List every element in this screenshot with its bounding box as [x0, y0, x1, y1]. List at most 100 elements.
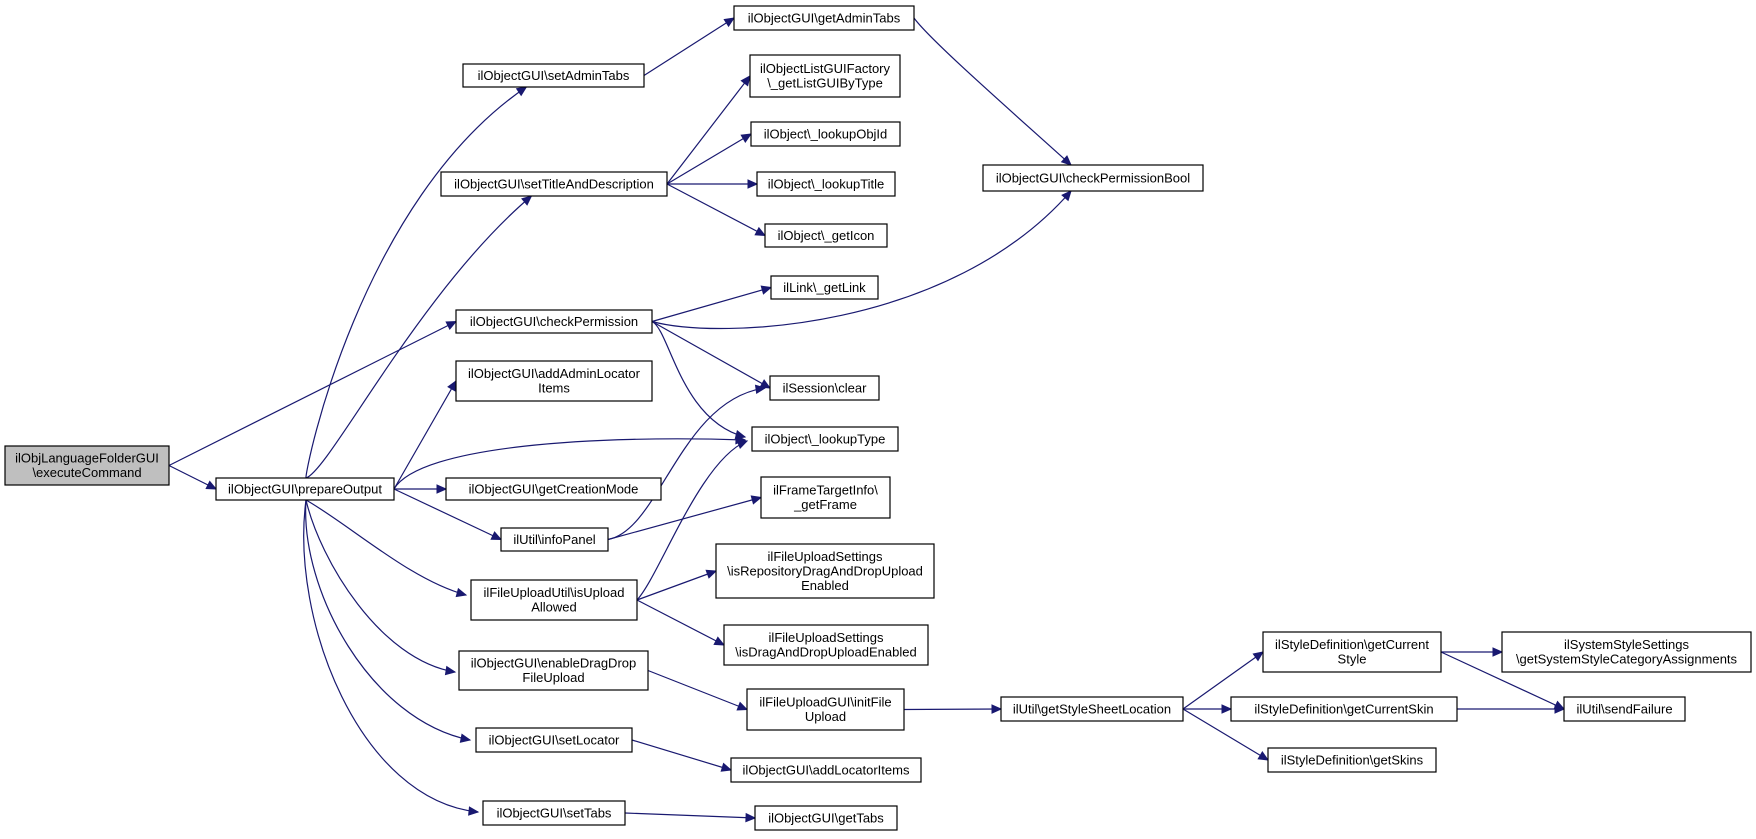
node-label: ilStyleDefinition\getCurrent	[1275, 637, 1429, 652]
arrowhead-icon	[436, 484, 448, 494]
arrowhead-icon	[991, 704, 1003, 714]
node-isDragDropEnabled[interactable]: ilFileUploadSettings\isDragAndDropUpload…	[723, 624, 929, 666]
node-setTabs[interactable]: ilObjectGUI\setTabs	[482, 800, 626, 826]
edge-checkPermission-to-getLink	[651, 285, 773, 323]
node-checkPermissionBool[interactable]: ilObjectGUI\checkPermissionBool	[982, 164, 1204, 192]
arrowhead-icon	[459, 733, 472, 743]
arrowhead-icon	[445, 320, 458, 331]
node-getCreationMode[interactable]: ilObjectGUI\getCreationMode	[445, 477, 662, 501]
edge-line	[607, 496, 762, 541]
node-label: ilObjectGUI\addLocatorItems	[743, 762, 910, 777]
node-label: Items	[538, 381, 570, 396]
node-box	[754, 805, 898, 831]
node-root[interactable]: ilObjLanguageFolderGUI\executeCommand	[4, 445, 170, 486]
node-box	[751, 426, 899, 452]
edge-setAdminTabs-to-getAdminTabs	[643, 17, 736, 77]
arrowhead-icon	[734, 429, 747, 440]
edge-isUploadAllowed-to-isDragDropEnabled	[636, 599, 726, 646]
node-label: ilFileUploadUtil\isUpload	[484, 585, 625, 600]
node-addLocatorItems[interactable]: ilObjectGUI\addLocatorItems	[730, 757, 922, 783]
node-box	[500, 527, 609, 552]
node-label: ilObjectGUI\getTabs	[768, 810, 884, 825]
node-box	[1262, 631, 1442, 673]
edge-prepareOutput-to-enableDragDrop	[305, 499, 457, 676]
edge-root-to-prepareOutput	[168, 464, 218, 490]
node-infoPanel[interactable]: ilUtil\infoPanel	[500, 527, 609, 552]
node-label: ilUtil\getStyleSheetLocation	[1013, 701, 1171, 716]
node-label: ilLink\_getLink	[783, 280, 866, 295]
node-box	[723, 624, 929, 666]
edge-line	[624, 812, 756, 819]
node-box	[733, 5, 915, 31]
arrowhead-icon	[754, 226, 767, 237]
node-getIcon[interactable]: ilObject\_getIcon	[764, 223, 888, 248]
node-label: ilSession\clear	[783, 380, 867, 395]
node-getStyleSheetLocation[interactable]: ilUtil\getStyleSheetLocation	[1000, 696, 1184, 722]
edge-prepareOutput-to-getCreationMode	[394, 484, 448, 494]
arrowhead-icon	[760, 285, 773, 295]
node-getCurrentSkin[interactable]: ilStyleDefinition\getCurrentSkin	[1230, 696, 1458, 722]
node-prepareOutput[interactable]: ilObjectGUI\prepareOutput	[215, 477, 395, 501]
node-getAdminTabs[interactable]: ilObjectGUI\getAdminTabs	[733, 5, 915, 31]
arrowhead-icon	[1554, 704, 1566, 714]
node-getTabs[interactable]: ilObjectGUI\getTabs	[754, 805, 898, 831]
edge-prepareOutput-to-setLocator	[305, 499, 472, 743]
node-box	[769, 375, 880, 401]
node-sessionClear[interactable]: ilSession\clear	[769, 375, 880, 401]
node-label: ilObjectGUI\getCreationMode	[469, 481, 639, 496]
node-box	[445, 477, 662, 501]
node-label: ilObject\_getIcon	[778, 228, 875, 243]
edge-line	[666, 75, 751, 185]
node-label: ilObjectGUI\setAdminTabs	[478, 68, 630, 83]
node-getSystemStyleCat[interactable]: ilSystemStyleSettings\getSystemStyleCate…	[1501, 631, 1752, 673]
arrowhead-icon	[740, 133, 753, 143]
node-box	[455, 309, 653, 334]
node-label: ilObject\_lookupObjId	[764, 126, 888, 141]
node-lookupTitle[interactable]: ilObject\_lookupTitle	[756, 171, 896, 197]
edge-line	[607, 387, 766, 541]
node-label: ilUtil\infoPanel	[513, 532, 595, 547]
node-getFrame[interactable]: ilFrameTargetInfo\_getFrame	[760, 476, 891, 519]
edge-line	[631, 739, 732, 771]
node-box	[982, 164, 1204, 192]
node-setAdminTabs[interactable]: ilObjectGUI\setAdminTabs	[462, 63, 645, 88]
node-box	[4, 445, 170, 486]
edge-line	[393, 438, 746, 490]
node-sendFailure[interactable]: ilUtil\sendFailure	[1563, 696, 1686, 722]
node-lookupType[interactable]: ilObject\_lookupType	[751, 426, 899, 452]
node-box	[746, 688, 905, 731]
node-label: FileUpload	[522, 670, 584, 685]
node-box	[462, 63, 645, 88]
edge-getAdminTabs-to-checkPermissionBool	[913, 17, 1072, 166]
node-label: ilObjectGUI\checkPermission	[470, 314, 638, 329]
edge-isUploadAllowed-to-isRepoDragDrop	[636, 569, 718, 601]
node-label: ilFrameTargetInfo\	[773, 483, 878, 498]
node-box	[764, 223, 888, 248]
node-lookupObjId[interactable]: ilObject\_lookupObjId	[750, 121, 901, 147]
node-label: ilObjectListGUIFactory	[760, 61, 891, 76]
node-getListGUIByType[interactable]: ilObjectListGUIFactory\_getListGUIByType	[749, 54, 901, 98]
node-getSkins[interactable]: ilStyleDefinition\getSkins	[1267, 747, 1437, 773]
edge-line	[643, 17, 735, 77]
edge-prepareOutput-to-setTabs	[303, 499, 480, 816]
node-label: ilUtil\sendFailure	[1576, 701, 1672, 716]
node-label: ilStyleDefinition\getCurrentSkin	[1254, 701, 1433, 716]
arrowhead-icon	[1061, 190, 1072, 202]
node-checkPermission[interactable]: ilObjectGUI\checkPermission	[455, 309, 653, 334]
edge-prepareOutput-to-isUploadAllowed	[305, 499, 468, 598]
node-label: ilObjectGUI\enableDragDrop	[471, 656, 636, 671]
arrowhead-icon	[455, 587, 468, 598]
edge-line	[913, 17, 1072, 166]
node-setTitleAndDescription[interactable]: ilObjectGUI\setTitleAndDescription	[440, 171, 668, 197]
node-getLink[interactable]: ilLink\_getLink	[770, 275, 879, 300]
edge-getCurrentSkin-to-sendFailure	[1457, 704, 1566, 714]
node-box	[760, 476, 891, 519]
node-isRepoDragDrop[interactable]: ilFileUploadSettings\isRepositoryDragAnd…	[715, 543, 935, 599]
node-setLocator[interactable]: ilObjectGUI\setLocator	[475, 727, 633, 753]
node-box	[1563, 696, 1686, 722]
